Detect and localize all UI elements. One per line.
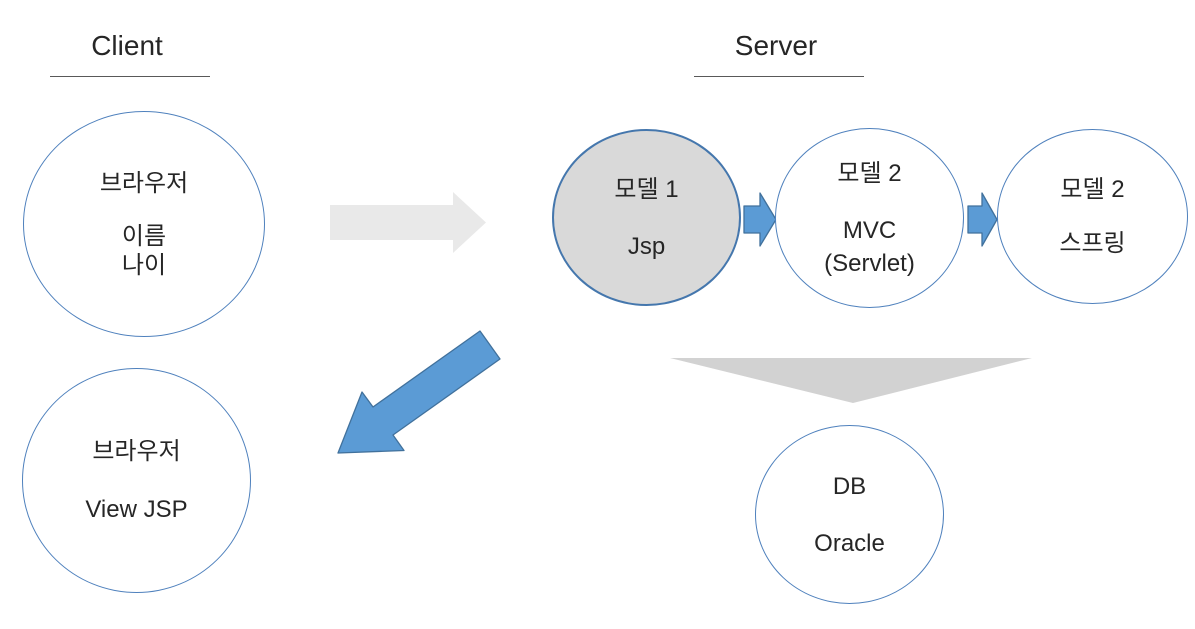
model1-to-view-arrow-icon <box>337 330 501 454</box>
model1-label: 모델 1 <box>614 175 679 203</box>
client-title-underline <box>50 76 210 78</box>
server-title-underline <box>694 76 864 78</box>
model2-mvc-sub-label: (Servlet) <box>824 249 915 277</box>
view-browser-label: 브라우저 <box>92 438 181 465</box>
model2-spring-node: 모델 2 스프링 <box>997 129 1188 304</box>
client-section-title: Client <box>91 30 163 61</box>
model1-to-mvc-arrow-icon <box>743 192 777 247</box>
db-label: DB <box>832 472 867 500</box>
model1-tech-label: Jsp <box>627 232 666 260</box>
db-oracle-node: DB Oracle <box>755 425 944 604</box>
model2-mvc-tech-label: MVC <box>842 216 897 244</box>
client-browser-field-age: 나이 <box>121 251 167 279</box>
model2-mvc-node: 모델 2 MVC (Servlet) <box>775 128 964 308</box>
client-browser-node: 브라우저 이름 나이 <box>23 111 265 337</box>
client-browser-field-name: 이름 <box>121 222 167 250</box>
client-browser-label: 브라우저 <box>99 169 189 197</box>
server-section-title: Server <box>734 30 818 61</box>
model2-mvc-label: 모델 2 <box>837 159 902 187</box>
db-tech-label: Oracle <box>814 529 885 557</box>
model1-jsp-node: 모델 1 Jsp <box>552 129 741 306</box>
mvc-to-spring-arrow-icon <box>967 192 998 247</box>
view-browser-tech-label: View JSP <box>85 496 188 523</box>
model2-spring-label: 모델 2 <box>1060 176 1125 203</box>
view-browser-node: 브라우저 View JSP <box>22 368 251 593</box>
server-to-db-triangle-icon <box>670 358 1032 403</box>
client-to-server-arrow-icon <box>330 192 486 253</box>
model2-spring-tech-label: 스프링 <box>1059 230 1126 257</box>
